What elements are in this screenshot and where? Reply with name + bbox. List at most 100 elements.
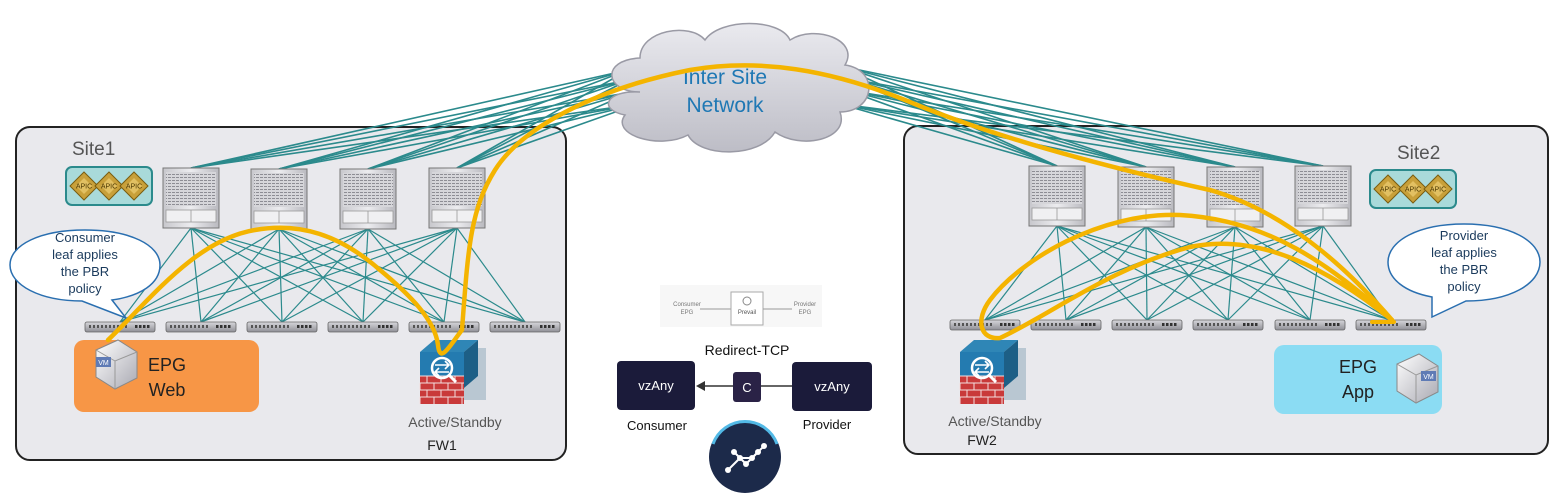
isn-link <box>839 103 1058 167</box>
isn-link <box>456 91 633 169</box>
fabric-link <box>1056 225 1229 321</box>
site1-devices <box>84 167 561 333</box>
svg-text:VM: VM <box>1423 374 1434 381</box>
site1-label: Site1 <box>72 139 115 160</box>
consumer-callout-line3: the PBR <box>61 264 109 279</box>
site2-apic-label: APIC <box>1430 187 1446 194</box>
fabric-link <box>984 226 1236 321</box>
site1-leaf-switch-icon <box>246 321 318 333</box>
firewall-fw1-icon[interactable] <box>419 340 486 404</box>
isn-link <box>278 79 629 170</box>
site2-leaf-switch-icon <box>1030 319 1102 331</box>
epg-app-line1: EPG <box>1339 357 1377 377</box>
site1-apic-label: APIC <box>76 184 92 191</box>
site2-leaf-switch-icon <box>1192 319 1264 331</box>
fw2-name: FW2 <box>967 432 997 448</box>
inter-site-network-cloud: Inter Site Network <box>607 22 870 153</box>
isn-link <box>839 65 1324 167</box>
contract-letter: C <box>742 380 751 395</box>
fabric-link <box>190 227 526 323</box>
provider-callout-line3: the PBR <box>1440 262 1488 277</box>
isn-link <box>839 65 1236 168</box>
fabric-link <box>1234 226 1311 321</box>
fabric-link <box>443 227 458 323</box>
isn-link <box>278 91 633 170</box>
redirect-tcp-label: Redirect-TCP <box>705 342 790 358</box>
site2-spine-switch-icon <box>1028 165 1086 227</box>
fabric-link <box>119 228 280 323</box>
fabric-link <box>190 227 202 323</box>
cloud-label-line2: Network <box>686 94 764 117</box>
site2-leaf-switch-icon <box>949 319 1021 331</box>
site2-devices <box>949 165 1427 331</box>
fabric-link <box>281 228 369 323</box>
isn-link <box>190 79 629 169</box>
fabric-link <box>367 228 445 323</box>
mini-provider-line2: EPG <box>799 310 812 316</box>
isn-link <box>190 91 633 169</box>
mini-consumer-line1: Consumer <box>673 302 701 308</box>
site1-apic-icon: APIC <box>69 171 99 201</box>
vm-icon-app: VM <box>1396 353 1439 404</box>
isn-link <box>839 65 1147 168</box>
fabric-link <box>200 228 280 323</box>
vm-icon-web: VM <box>95 339 138 390</box>
epg-web-line1: EPG <box>148 355 186 375</box>
isn-link <box>845 77 1324 167</box>
provider-label: Provider <box>803 417 852 432</box>
consumer-callout-line1: Consumer <box>55 230 116 245</box>
fabric-link <box>119 228 369 323</box>
consumer-vzany-label: vzAny <box>638 378 674 393</box>
fabric-link <box>984 226 1147 321</box>
fabric-link <box>278 228 364 323</box>
consumer-label: Consumer <box>627 418 688 433</box>
fabric-link <box>362 228 369 323</box>
fabric-link <box>984 225 1324 321</box>
fabric-link <box>190 227 283 323</box>
fw1-caption: Active/Standby <box>408 414 501 430</box>
provider-callout-line2: leaf applies <box>1431 245 1497 260</box>
fabric-link <box>1145 226 1311 321</box>
site2-apic-label: APIC <box>1405 187 1421 194</box>
isn-link <box>278 69 629 170</box>
provider-callout-line1: Provider <box>1440 228 1489 243</box>
contract-c-box[interactable]: C <box>733 372 761 402</box>
site2-apic-cluster: APIC APIC APIC <box>1369 169 1457 209</box>
fabric-link <box>1309 225 1324 321</box>
provider-callout-line4: policy <box>1447 279 1481 294</box>
site2-apic-icon: APIC <box>1373 174 1403 204</box>
site2-leaf-switch-icon <box>1274 319 1346 331</box>
consumer-pbr-callout: Consumer leaf applies the PBR policy <box>9 229 161 320</box>
prevail-shield-icon <box>742 296 752 306</box>
site1-spine-switch-icon <box>428 167 486 229</box>
orchestrator-logo-icon <box>709 419 781 493</box>
isn-link <box>367 103 639 170</box>
fabric-link <box>1065 226 1147 321</box>
isn-link <box>845 77 1236 168</box>
fabric-link <box>278 228 526 323</box>
firewall-fw2-icon[interactable] <box>959 340 1026 404</box>
site1-spine-switch-icon <box>162 167 220 229</box>
consumer-callout-line2: leaf applies <box>52 247 118 262</box>
epg-app-line2: App <box>1342 382 1374 402</box>
mini-consumer-line2: EPG <box>681 310 694 316</box>
mini-service: Prevail <box>738 310 756 316</box>
site2-apic-label: APIC <box>1380 187 1396 194</box>
contract-arrow-head <box>696 381 705 391</box>
fabric-link <box>190 227 445 323</box>
fabric-link <box>1146 225 1324 321</box>
provider-vzany-box[interactable]: vzAny <box>792 362 872 411</box>
site1-spine-switch-icon <box>250 168 308 230</box>
contract-mini-graph: Consumer EPG Prevail Provider EPG <box>660 285 822 327</box>
fabric-link <box>1145 226 1392 321</box>
fw1-name: FW1 <box>427 437 457 453</box>
isn-link <box>845 89 1324 167</box>
isn-link <box>456 103 639 169</box>
consumer-vzany-box[interactable]: vzAny <box>617 361 695 410</box>
traffic-path <box>105 63 1396 356</box>
site2-spine-switch-icon <box>1206 166 1264 228</box>
site1-leaf-switch-icon <box>408 321 480 333</box>
fabric-link <box>1145 226 1148 321</box>
fabric-link <box>1056 225 1392 321</box>
